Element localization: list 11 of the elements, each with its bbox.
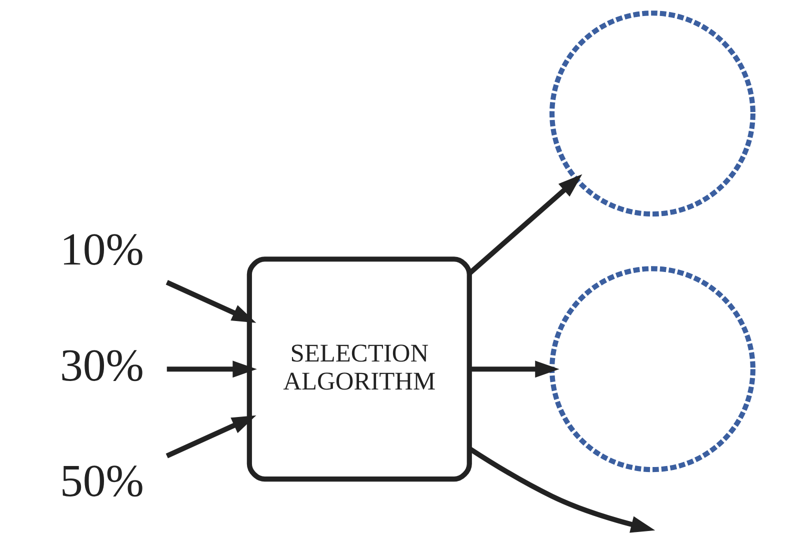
- node-text: 50%: [60, 455, 144, 506]
- arrow: [166, 415, 256, 458]
- arrow: [468, 174, 582, 276]
- arrow: [166, 280, 256, 323]
- node-circle: [549, 266, 756, 472]
- node-text: 30%: [60, 339, 144, 390]
- node-text: 10%: [60, 224, 144, 275]
- node-box: SELECTION ALGORITHM: [246, 256, 472, 482]
- arrow: [470, 360, 560, 378]
- arrow: [166, 360, 257, 378]
- node-circle: [549, 10, 756, 217]
